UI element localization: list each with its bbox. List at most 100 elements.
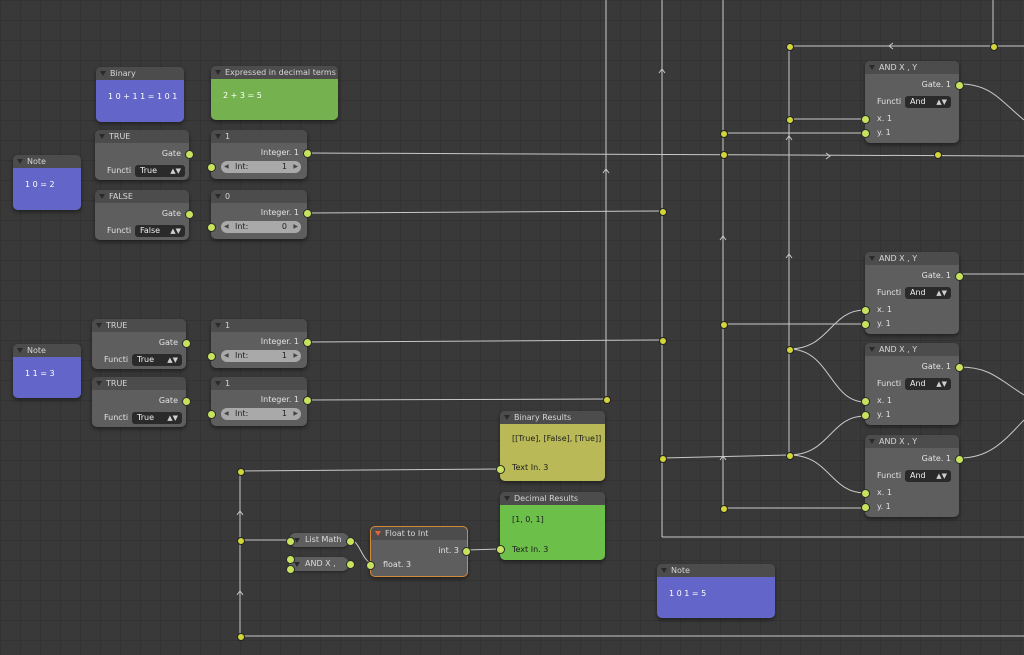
left-arrow-icon[interactable]: ◀	[224, 163, 229, 170]
reroute-dot[interactable]	[237, 633, 245, 641]
reroute-dot[interactable]	[720, 130, 728, 138]
output-socket[interactable]	[955, 81, 964, 90]
output-socket[interactable]	[303, 209, 312, 218]
node-header[interactable]: Binary Results	[500, 411, 605, 424]
output-socket[interactable]	[955, 363, 964, 372]
input-socket-x[interactable]	[861, 397, 870, 406]
decimal-note-node[interactable]: Expressed in decimal terms 2 + 3 = 5	[211, 66, 338, 120]
input-socket[interactable]	[207, 410, 216, 419]
left-arrow-icon[interactable]: ◀	[224, 410, 229, 417]
node-header[interactable]: AND X , Y	[865, 252, 959, 265]
int-field[interactable]: ◀ Int: 0 ▶	[221, 221, 301, 233]
node-header[interactable]: Expressed in decimal terms	[211, 66, 338, 79]
function-select[interactable]: True▲▼	[132, 354, 182, 366]
gate-node[interactable]: TRUE Gate Functi True▲▼	[92, 377, 191, 427]
output-socket[interactable]	[182, 339, 191, 348]
collapse-arrow-icon[interactable]	[661, 568, 667, 573]
node-header[interactable]: 1	[211, 130, 307, 143]
and-node[interactable]: AND X , Y Gate. 1 Functi And▲▼ x. 1 y. 1	[861, 435, 964, 517]
input-socket[interactable]	[496, 465, 505, 474]
input-socket[interactable]	[207, 223, 216, 232]
output-socket[interactable]	[303, 396, 312, 405]
collapse-arrow-icon[interactable]	[294, 562, 300, 567]
reroute-dot[interactable]	[659, 455, 667, 463]
node-header[interactable]: Note	[13, 344, 81, 357]
collapse-arrow-icon[interactable]	[17, 159, 23, 164]
node-header[interactable]: Binary	[96, 67, 184, 80]
input-socket[interactable]	[286, 537, 295, 546]
node-header[interactable]: AND X , Y	[865, 61, 959, 74]
collapse-arrow-icon[interactable]	[869, 65, 875, 70]
collapse-arrow-icon[interactable]	[215, 134, 221, 139]
reroute-dot[interactable]	[237, 537, 245, 545]
node-header[interactable]: Decimal Results	[500, 492, 605, 505]
left-arrow-icon[interactable]: ◀	[224, 223, 229, 230]
integer-node[interactable]: 0 Integer. 1 ◀ Int: 0 ▶	[207, 190, 312, 239]
left-arrow-icon[interactable]: ◀	[224, 352, 229, 359]
int-field[interactable]: ◀ Int: 1 ▶	[221, 161, 301, 173]
node-header[interactable]: FALSE	[95, 190, 189, 203]
collapse-arrow-icon[interactable]	[869, 256, 875, 261]
note-node[interactable]: Note 1 1 = 3	[13, 344, 81, 398]
collapse-arrow-icon[interactable]	[294, 538, 300, 543]
collapse-arrow-icon[interactable]	[215, 323, 221, 328]
list-math-node[interactable]: List Math	[289, 533, 349, 547]
function-select[interactable]: And▲▼	[905, 470, 951, 482]
and-node[interactable]: AND X , Y Gate. 1 Functi And▲▼ x. 1 y. 1	[861, 343, 964, 425]
and-node[interactable]: AND X , Y Gate. 1 Functi And▲▼ x. 1 y. 1	[861, 61, 964, 143]
input-socket[interactable]	[286, 555, 295, 564]
function-select[interactable]: And▲▼	[905, 378, 951, 390]
output-socket[interactable]	[955, 272, 964, 281]
float-to-int-node[interactable]: Float to Int int. 3 float. 3	[366, 526, 471, 577]
function-select[interactable]: And▲▼	[905, 96, 951, 108]
gate-node[interactable]: FALSE Gate Functi False▲▼	[95, 190, 194, 240]
input-socket-x[interactable]	[861, 306, 870, 315]
node-header[interactable]: 0	[211, 190, 307, 203]
function-select[interactable]: True▲▼	[132, 412, 182, 424]
integer-node[interactable]: 1 Integer. 1 ◀ Int: 1 ▶	[207, 130, 312, 179]
node-header[interactable]: AND X , Y	[865, 343, 959, 356]
reroute-dot[interactable]	[659, 208, 667, 216]
binary-results-node[interactable]: Binary Results [[True], [False], [True]]…	[496, 411, 605, 481]
right-arrow-icon[interactable]: ▶	[293, 223, 298, 230]
and-collapsed-node[interactable]: AND X ,	[289, 557, 349, 571]
input-socket-y[interactable]	[861, 129, 870, 138]
orange-arrow-icon[interactable]	[375, 531, 381, 536]
collapse-arrow-icon[interactable]	[100, 71, 106, 76]
right-arrow-icon[interactable]: ▶	[293, 352, 298, 359]
gate-node[interactable]: TRUE Gate Functi True▲▼	[92, 319, 191, 369]
reroute-dot[interactable]	[990, 43, 998, 51]
input-socket[interactable]	[496, 545, 505, 554]
output-socket[interactable]	[182, 397, 191, 406]
reroute-dot[interactable]	[720, 321, 728, 329]
node-header[interactable]: Float to Int	[371, 527, 467, 540]
collapse-arrow-icon[interactable]	[96, 381, 102, 386]
and-node[interactable]: AND X , Y Gate. 1 Functi And▲▼ x. 1 y. 1	[861, 252, 964, 334]
output-socket[interactable]	[346, 537, 355, 546]
collapse-arrow-icon[interactable]	[215, 70, 221, 75]
node-header[interactable]: TRUE	[92, 377, 186, 390]
collapse-arrow-icon[interactable]	[869, 347, 875, 352]
input-socket[interactable]	[366, 561, 375, 570]
output-socket[interactable]	[346, 560, 355, 569]
input-socket[interactable]	[207, 352, 216, 361]
collapse-arrow-icon[interactable]	[17, 348, 23, 353]
decimal-results-node[interactable]: Decimal Results [1, 0, 1] Text In. 3	[496, 492, 605, 560]
node-header[interactable]: 1	[211, 377, 307, 390]
collapse-arrow-icon[interactable]	[869, 439, 875, 444]
input-socket-x[interactable]	[861, 489, 870, 498]
gate-node[interactable]: TRUE Gate Functi True▲▼	[95, 130, 194, 180]
node-header[interactable]: TRUE	[92, 319, 186, 332]
output-socket[interactable]	[955, 455, 964, 464]
input-socket-y[interactable]	[861, 320, 870, 329]
node-header[interactable]: AND X , Y	[865, 435, 959, 448]
collapse-arrow-icon[interactable]	[96, 323, 102, 328]
reroute-dot[interactable]	[603, 396, 611, 404]
note-node[interactable]: Note 1 0 1 = 5	[657, 564, 775, 618]
node-header[interactable]: Note	[657, 564, 775, 577]
node-header[interactable]: Note	[13, 155, 81, 168]
reroute-dot[interactable]	[786, 43, 794, 51]
input-socket-y[interactable]	[861, 503, 870, 512]
function-select[interactable]: False▲▼	[135, 225, 185, 237]
reroute-dot[interactable]	[934, 151, 942, 159]
